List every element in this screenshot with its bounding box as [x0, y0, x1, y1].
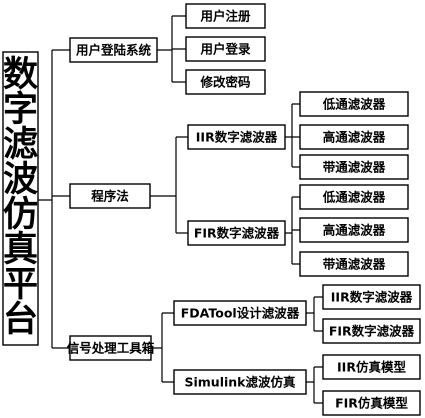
root-label-char: 真	[3, 230, 38, 270]
node-fir-bandpass: 带通滤波器	[299, 251, 409, 277]
node-label: 用户登录	[199, 42, 251, 57]
node-iir-highpass: 高通滤波器	[299, 124, 409, 150]
node-label: FDATool设计滤波器	[181, 306, 300, 321]
node-user-login: 用户登录	[185, 36, 266, 62]
root-label-char: 仿	[3, 195, 38, 235]
node-label: 信号处理工具箱	[67, 341, 155, 356]
node-simulink-fir-model: FIR仿真模型	[322, 390, 421, 416]
node-label: FIR数字滤波器	[329, 324, 415, 339]
node-label: Simulink滤波仿真	[185, 375, 296, 390]
node-label: 用户注册	[199, 9, 251, 24]
node-program-method: 程序法	[69, 183, 151, 209]
node-fir-highpass: 高通滤波器	[299, 217, 409, 243]
node-fir-digital-filter: FIR数字滤波器	[187, 220, 286, 246]
node-label: FIR仿真模型	[335, 396, 408, 411]
node-label: 带通滤波器	[323, 160, 386, 175]
node-iir-digital-filter: IIR数字滤波器	[187, 124, 286, 150]
node-simulink-simulation: Simulink滤波仿真	[173, 369, 307, 395]
root-node: 数 字 滤 波 仿 真 平 台	[2, 51, 39, 346]
root-label-char: 滤	[3, 125, 38, 165]
root-label: 数 字 滤 波 仿 真 平 台	[3, 55, 38, 340]
root-label-char: 波	[3, 160, 38, 200]
node-label: IIR数字滤波器	[331, 290, 413, 305]
node-user-login-system: 用户登陆系统	[69, 37, 158, 63]
node-label: 高通滤波器	[323, 223, 386, 238]
node-change-password: 修改密码	[185, 69, 266, 95]
node-fdatool-fir: FIR数字滤波器	[322, 318, 421, 344]
node-fir-lowpass: 低通滤波器	[299, 184, 409, 210]
root-label-char: 平	[3, 265, 38, 305]
node-label: 程序法	[91, 189, 129, 204]
connectors	[38, 15, 323, 404]
node-label: 低通滤波器	[322, 190, 386, 205]
node-label: 用户登陆系统	[75, 43, 152, 58]
root-label-char: 台	[3, 300, 38, 340]
node-fdatool-iir: IIR数字滤波器	[322, 284, 421, 310]
node-label: IIR仿真模型	[337, 360, 406, 375]
root-label-char: 数	[3, 55, 38, 95]
node-iir-bandpass: 带通滤波器	[299, 154, 409, 180]
node-fdatool-design: FDATool设计滤波器	[173, 300, 307, 326]
node-iir-lowpass: 低通滤波器	[299, 91, 409, 117]
node-signal-processing-toolbox: 信号处理工具箱	[67, 335, 155, 361]
root-label-char: 字	[3, 90, 38, 130]
node-simulink-iir-model: IIR仿真模型	[322, 354, 421, 380]
node-label: 高通滤波器	[323, 130, 386, 145]
node-user-register: 用户注册	[185, 3, 266, 29]
node-label: 低通滤波器	[322, 97, 386, 112]
node-label: IIR数字滤波器	[196, 130, 278, 145]
node-label: FIR数字滤波器	[194, 226, 280, 241]
node-label: 带通滤波器	[323, 257, 386, 272]
node-label: 修改密码	[199, 75, 250, 90]
